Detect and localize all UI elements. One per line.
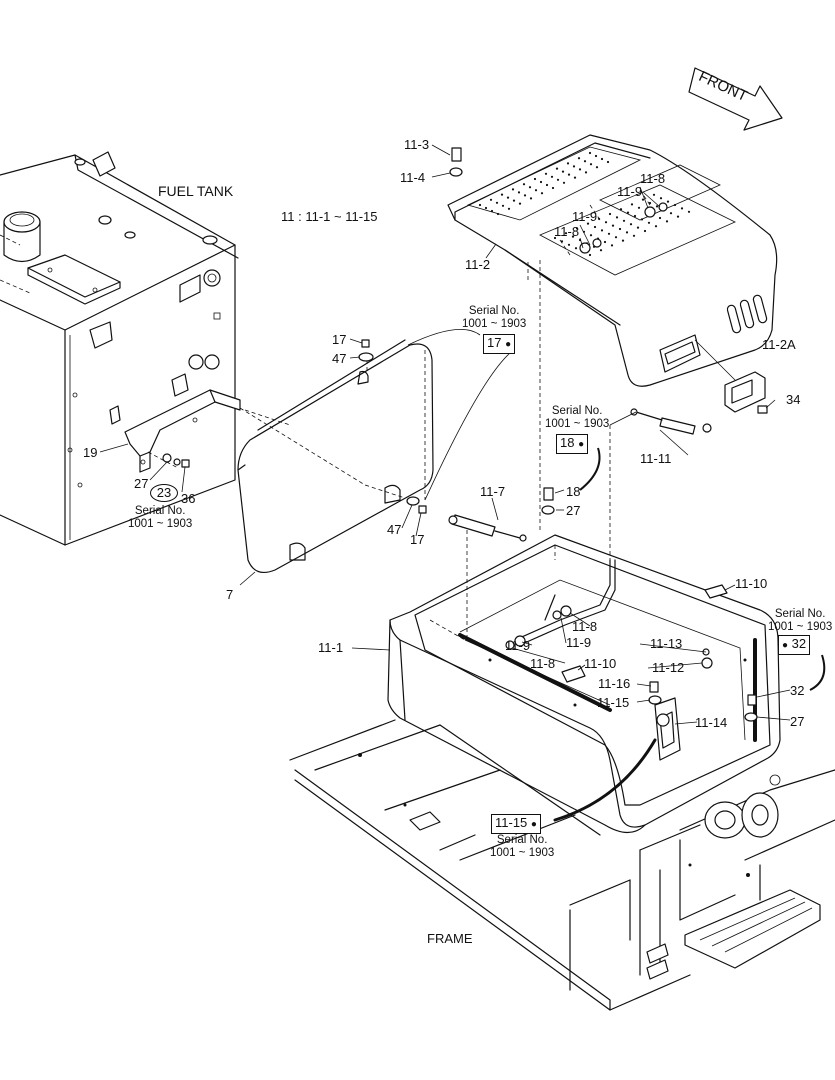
callout-11-10-b: 11-10 — [584, 656, 617, 671]
serial-range: 1001 ~ 1903 — [462, 318, 527, 330]
side-cover-7 — [237, 329, 481, 573]
callout-11-8-c: 11-8 — [572, 619, 598, 634]
box-11-1 — [387, 425, 781, 834]
serial-title: Serial No. — [774, 608, 826, 620]
serial-note-18: Serial No. 1001 ~ 1903 — [545, 405, 609, 431]
callout-box-18: 18 ● — [556, 434, 589, 454]
bracket-19 — [124, 389, 241, 473]
callout-18: 18 — [566, 484, 581, 499]
bolt-icon: ● — [578, 439, 585, 450]
callout-7: 7 — [226, 587, 234, 602]
callout-27-b: 27 — [566, 503, 581, 518]
callout-11-8-b: 11-8 — [554, 224, 580, 239]
serial-title: Serial No. — [551, 405, 603, 417]
callout-11-10-a: 11-10 — [735, 576, 768, 591]
serial-title: Serial No. — [134, 505, 186, 517]
box-32-label: 32 — [791, 636, 807, 651]
callout-11-15-a: 11-15 — [597, 695, 630, 710]
callout-11-4: 11-4 — [400, 170, 426, 185]
serial-note-32: Serial No. 1001 ~ 1903 — [768, 608, 832, 634]
callout-11-9-c: 11-9 — [566, 635, 592, 650]
callout-11-8-a: 11-8 — [640, 171, 666, 186]
callout-11-1: 11-1 — [318, 640, 344, 655]
callout-11-14: 11-14 — [695, 715, 728, 730]
callout-box-17: 17 ● — [483, 334, 516, 354]
bolt-icon: ● — [505, 339, 512, 350]
gas-spring-11-7 — [448, 514, 527, 542]
bolt-icon: ● — [782, 640, 789, 651]
serial-note-7: Serial No. 1001 ~ 1903 — [462, 305, 526, 331]
callout-32: 32 — [790, 683, 805, 698]
frame-label: FRAME — [427, 931, 473, 946]
callout-11-9-d: 11-9 — [505, 638, 531, 653]
callout-box-32: ● 32 — [778, 635, 811, 655]
serial-note-19: Serial No. 1001 ~ 1903 — [128, 505, 192, 531]
callout-27-a: 27 — [134, 476, 149, 491]
callout-11-9-b: 11-9 — [572, 209, 598, 224]
serial-range: 1001 ~ 1903 — [768, 621, 833, 633]
callout-34: 34 — [786, 392, 801, 407]
frame-drawing — [289, 719, 835, 1011]
gas-spring-11-11 — [609, 408, 712, 435]
callout-17-a: 17 — [332, 332, 347, 347]
serial-range: 1001 ~ 1903 — [545, 418, 610, 430]
serial-title: Serial No. — [496, 834, 548, 846]
front-arrow-icon — [688, 67, 783, 131]
callout-23: 23 — [150, 484, 178, 502]
group-note: 11 : 11-1 ~ 11-15 — [281, 209, 378, 224]
latch-11-2a — [694, 339, 768, 414]
callout-27-c: 27 — [790, 714, 805, 729]
callout-11-2a: 11-2A — [762, 337, 796, 352]
callout-36: 36 — [181, 491, 196, 506]
leader-lines — [99, 144, 791, 725]
callout-11-13: 11-13 — [650, 636, 683, 651]
fuel-tank-drawing — [0, 151, 239, 546]
box-18-label: 18 — [560, 435, 575, 450]
callout-11-9-a: 11-9 — [617, 184, 643, 199]
callout-19: 19 — [83, 445, 98, 460]
bolt-icon: ● — [530, 819, 537, 830]
serial-note-11-15: Serial No. 1001 ~ 1903 — [490, 834, 554, 860]
callout-47-a: 47 — [332, 351, 347, 366]
callout-47-b: 47 — [387, 522, 402, 537]
serial-range: 1001 ~ 1903 — [128, 518, 193, 530]
callout-17-b: 17 — [410, 532, 425, 547]
callout-11-8-d: 11-8 — [530, 656, 556, 671]
top-cover-11-2 — [447, 134, 778, 530]
callout-11-12: 11-12 — [652, 660, 685, 675]
callout-11-2: 11-2 — [465, 257, 491, 272]
callout-11-7: 11-7 — [480, 484, 506, 499]
serial-title: Serial No. — [468, 305, 520, 317]
box-17-label: 17 — [487, 335, 502, 350]
callout-11-16: 11-16 — [598, 676, 631, 691]
fuel-tank-label: FUEL TANK — [158, 183, 234, 199]
callout-box-11-15: 11-15 ● — [491, 814, 541, 834]
serial-range: 1001 ~ 1903 — [490, 847, 555, 859]
box-11-15-label: 11-15 — [495, 815, 528, 830]
callout-11-11: 11-11 — [640, 451, 672, 466]
callout-11-3: 11-3 — [404, 137, 430, 152]
